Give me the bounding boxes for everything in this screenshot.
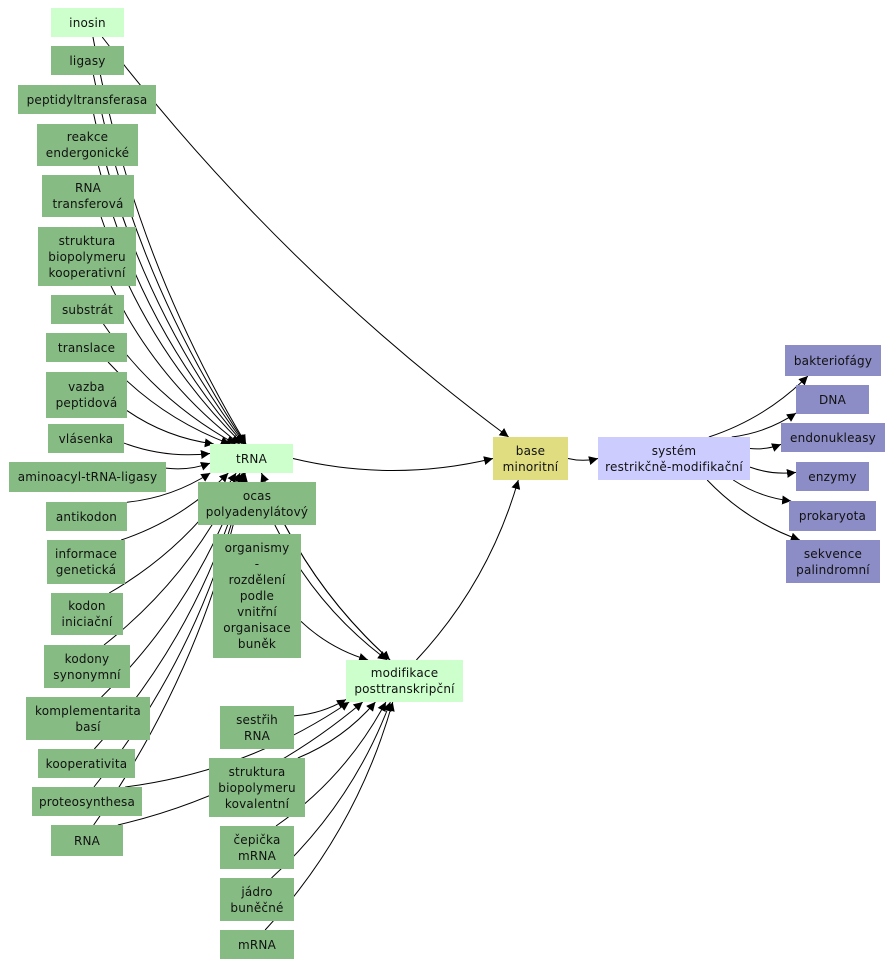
node-trna[interactable]: tRNA	[210, 444, 293, 473]
node-jadro-bunecne[interactable]: jádro buněčné	[220, 878, 294, 921]
node-inosin[interactable]: inosin	[51, 8, 124, 37]
node-antikodon[interactable]: antikodon	[46, 502, 127, 531]
edge-struktura_kovalentni-to-modifikace	[297, 701, 376, 759]
node-informace-geneticka[interactable]: informace genetická	[47, 540, 125, 584]
edge-sestrih-to-modifikace	[293, 699, 347, 717]
edge-system_rm-to-sekvence	[706, 479, 800, 542]
node-modifikace-posttranskripcni[interactable]: modifikace posttranskripční	[346, 660, 463, 702]
node-base-minoritni[interactable]: base minoritní	[493, 437, 568, 480]
edge-system_rm-to-bakteriofagy	[708, 375, 809, 438]
edge-vlasenka-to-trna	[123, 442, 211, 459]
node-translace[interactable]: translace	[46, 333, 127, 362]
node-struktura-kovalentni[interactable]: struktura biopolymeru kovalentní	[209, 758, 305, 817]
node-struktura-kooperativni[interactable]: struktura biopolymeru kooperativní	[38, 227, 136, 286]
node-ligasy[interactable]: ligasy	[51, 46, 124, 75]
node-vazba-peptidova[interactable]: vazba peptidová	[46, 372, 127, 418]
node-reakce-endergonicke[interactable]: reakce endergonické	[37, 124, 138, 166]
node-rna-transferova[interactable]: RNA transferová	[42, 175, 134, 217]
edge-antikodon-to-trna	[126, 472, 211, 503]
edge-system_rm-to-dna	[731, 412, 797, 438]
node-kodony-synonymni[interactable]: kodony synonymní	[44, 645, 130, 688]
edge-organismy-to-modifikace	[300, 620, 369, 662]
node-organismy-rozdeleni[interactable]: organismy - rozdělení podle vnitřní orga…	[213, 534, 301, 658]
node-rna[interactable]: RNA	[51, 825, 123, 856]
node-bakteriofagy[interactable]: bakteriofágy	[785, 345, 881, 376]
node-cepicka-mrna[interactable]: čepička mRNA	[220, 826, 294, 869]
node-peptidyltransferasa[interactable]: peptidyltransferasa	[18, 85, 156, 114]
edge-proteosynthesa-to-modifikace	[125, 701, 350, 788]
node-komplementarita-basi[interactable]: komplementarita basí	[26, 697, 150, 740]
edge-trna-to-base_minoritni	[292, 456, 494, 471]
node-sestrih-rna[interactable]: sestřih RNA	[220, 706, 294, 749]
edge-modifikace-to-base_minoritni	[416, 479, 521, 661]
node-ocas-polyadenylatovy[interactable]: ocas polyadenylátový	[198, 482, 316, 525]
node-substrat[interactable]: substrát	[51, 295, 124, 324]
node-vlasenka[interactable]: vlásenka	[48, 424, 124, 453]
edge-vazba_peptidova-to-trna	[126, 410, 214, 448]
node-mrna[interactable]: mRNA	[220, 930, 294, 959]
node-dna[interactable]: DNA	[796, 385, 869, 414]
node-aminoacyl-trna-ligasy[interactable]: aminoacyl-tRNA-ligasy	[9, 462, 166, 492]
node-sekvence-palindromni[interactable]: sekvence palindromní	[786, 540, 880, 583]
node-endonukleasy[interactable]: endonukleasy	[781, 423, 885, 452]
node-prokaryota[interactable]: prokaryota	[789, 501, 876, 531]
node-enzymy[interactable]: enzymy	[796, 462, 869, 491]
edge-aminoacyl-to-trna	[165, 462, 211, 471]
node-system-restrikcne-modifikacni[interactable]: systém restrikčně-modifikační	[598, 437, 750, 480]
node-kooperativita[interactable]: kooperativita	[38, 749, 135, 778]
node-proteosynthesa[interactable]: proteosynthesa	[32, 787, 142, 816]
edge-system_rm-to-prokaryota	[732, 479, 792, 505]
edge-system_rm-to-endonukleasy	[749, 443, 782, 452]
node-kodon-iniciacni[interactable]: kodon iniciační	[51, 593, 123, 635]
edge-system_rm-to-enzymy	[749, 466, 797, 478]
edge-inosin-to-base_minoritni	[101, 36, 509, 438]
edge-base_minoritni-to-system_rm	[567, 456, 599, 465]
